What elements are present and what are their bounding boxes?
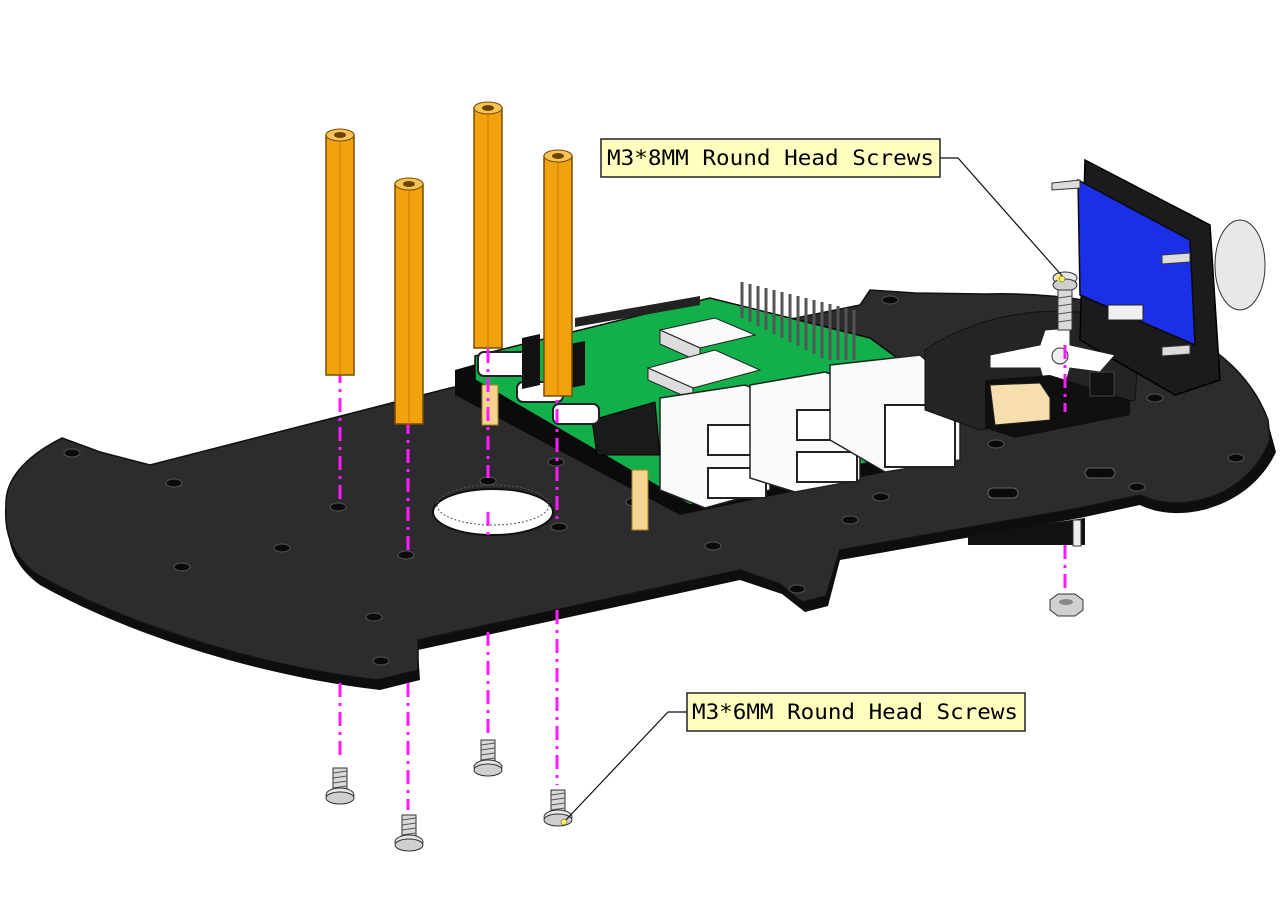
gpio-header (740, 282, 856, 360)
standoff (394, 177, 424, 425)
screw (473, 739, 503, 777)
callout-top-label: M3*8MM Round Head Screws (607, 146, 934, 170)
usb-ports (659, 354, 961, 509)
mounting-holes (63, 295, 1245, 666)
controller-board (455, 282, 961, 531)
screw (394, 814, 424, 852)
standoff (543, 149, 573, 397)
center-hole (432, 488, 554, 536)
callout-bottom: M3*6MM Round Head Screws (560, 692, 1026, 826)
hex-nut (1049, 593, 1084, 617)
sensor-board (1077, 178, 1196, 347)
servo-body (989, 382, 1051, 426)
screw (325, 767, 355, 805)
standoff (473, 101, 503, 349)
standoff (325, 128, 355, 376)
bottom-screws (325, 739, 573, 852)
screw (543, 789, 573, 827)
callout-top: M3*8MM Round Head Screws (600, 138, 1066, 283)
standoffs (325, 101, 573, 425)
guide-lines (338, 320, 1067, 810)
callout-bottom-label: M3*6MM Round Head Screws (692, 700, 1018, 724)
ultrasonic-bracket (924, 158, 1266, 438)
